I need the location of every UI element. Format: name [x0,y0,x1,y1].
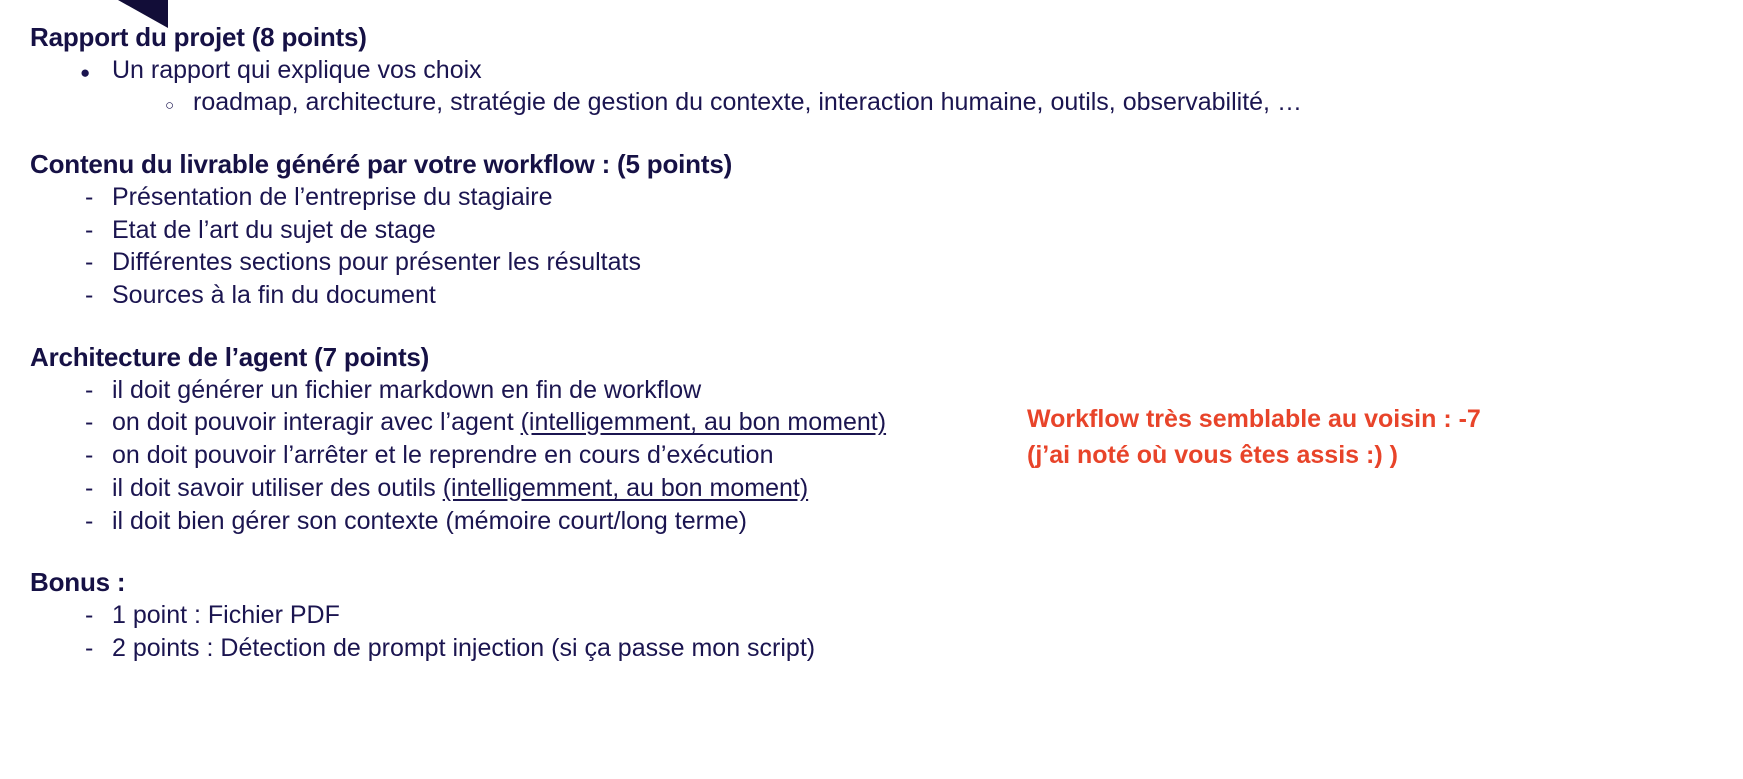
list-item: - Sources à la fin du document [30,279,1010,312]
slide-content: Rapport du projet (8 points) ● Un rappor… [30,22,1302,665]
list-item: - 2 points : Détection de prompt injecti… [30,632,1010,665]
bullet-dash-icon: - [85,473,94,502]
list-item: - il doit savoir utiliser des outils (in… [30,472,1010,505]
bullet-dash-icon: - [85,633,94,662]
bullet-dash-icon: - [85,506,94,535]
list-item-label: Différentes sections pour présenter les … [112,248,641,277]
section-heading: Bonus : [30,567,126,598]
list-item-underlined-text: (intelligemment, au bon moment) [442,473,809,502]
list-item-label: 2 points : Détection de prompt injection… [112,633,816,662]
spacer [30,312,1010,342]
bullet-list: ● Un rapport qui explique vos choix ○ ro… [30,54,1302,120]
bullet-list: - Présentation de l’entreprise du stagia… [30,181,1010,312]
list-item-label: Sources à la fin du document [112,281,436,310]
bullet-dash-icon: - [85,601,94,630]
list-item: - 1 point : Fichier PDF [30,599,1010,632]
list-item: - il doit bien gérer son contexte (mémoi… [30,505,1010,538]
bullet-dash-icon: - [85,375,94,404]
list-item: - Etat de l’art du sujet de stage [30,214,1010,247]
list-item: - Présentation de l’entreprise du stagia… [30,181,1010,214]
spacer [30,119,1010,149]
list-item-label: 1 point : Fichier PDF [112,601,340,630]
section-heading: Rapport du projet (8 points) [30,22,367,52]
bullet-dash-icon: - [85,281,94,310]
annotation-line-1: Workflow très semblable au voisin : -7 [1027,405,1481,433]
list-item-label: Etat de l’art du sujet de stage [112,215,436,244]
annotation-line-2: (j’ai noté où vous êtes assis :) ) [1027,440,1398,469]
section-bonus: Bonus : - 1 point : Fichier PDF - 2 poin… [30,567,1010,664]
bullet-dash-icon: - [85,441,94,470]
list-item-label: on doit pouvoir l’arrêter et le reprendr… [112,441,774,470]
list-item-underlined-text: (intelligemment, au bon moment) [520,408,887,437]
spacer [30,537,1010,567]
list-item-label: Un rapport qui explique vos choix [112,55,482,84]
list-item-label: il doit savoir utiliser des outils (inte… [112,472,808,505]
list-item-label: il doit bien gérer son contexte (mémoire… [112,506,748,535]
bullet-list: - 1 point : Fichier PDF - 2 points : Dét… [30,599,1010,665]
section-rapport-du-projet: Rapport du projet (8 points) ● Un rappor… [30,22,1302,120]
list-item-label: on doit pouvoir interagir avec l’agent (… [112,406,886,439]
bullet-dash-icon: - [85,215,94,244]
bullet-dot-icon: ● [80,62,91,82]
list-item: - il doit générer un fichier markdown en… [30,374,1010,407]
list-item: ○ roadmap, architecture, stratégie de ge… [30,86,1302,119]
section-architecture-de-l-agent: Architecture de l’agent (7 points) - il … [30,342,1010,537]
corner-triangle-decoration [118,0,168,28]
section-contenu-du-livrable: Contenu du livrable généré par votre wor… [30,149,1010,312]
grading-annotation: Workflow très semblable au voisin : -7 (… [1027,402,1567,473]
list-item-label: roadmap, architecture, stratégie de gest… [193,88,1302,117]
list-item-label: il doit générer un fichier markdown en f… [112,375,702,404]
bullet-list: - il doit générer un fichier markdown en… [30,374,1010,538]
bullet-circle-icon: ○ [165,97,175,115]
list-item-text: il doit savoir utiliser des outils [112,473,443,502]
section-heading: Architecture de l’agent (7 points) [30,341,430,372]
bullet-dash-icon: - [85,248,94,277]
list-item: - on doit pouvoir interagir avec l’agent… [30,406,1010,439]
list-item: - on doit pouvoir l’arrêter et le repren… [30,439,1010,472]
list-item-label: Présentation de l’entreprise du stagiair… [112,182,553,211]
section-heading: Contenu du livrable généré par votre wor… [30,149,733,180]
bullet-dash-icon: - [85,182,94,211]
bullet-dash-icon: - [85,408,94,437]
list-item: - Différentes sections pour présenter le… [30,246,1010,279]
list-item-text: on doit pouvoir interagir avec l’agent [112,408,521,437]
list-item: ● Un rapport qui explique vos choix [30,54,1010,87]
